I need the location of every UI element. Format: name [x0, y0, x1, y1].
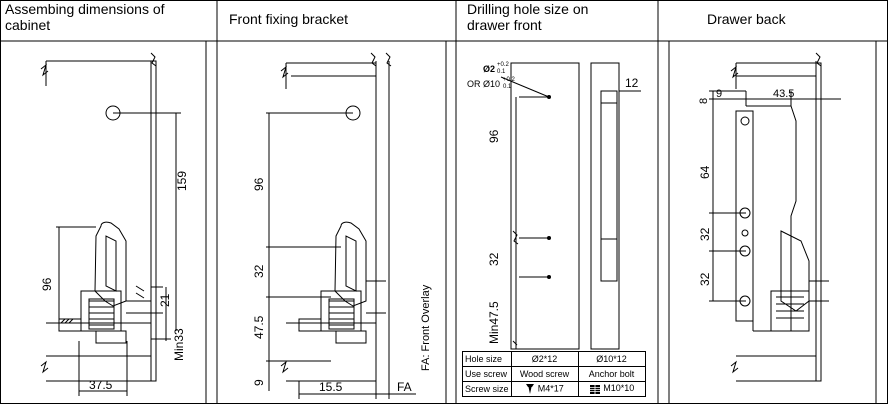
- table-cell: Hole size: [462, 351, 512, 367]
- table-cell: Screw size: [462, 381, 512, 397]
- hole-spec-a-tol-down: 0.1: [497, 69, 506, 75]
- dim-96: 96: [252, 177, 266, 191]
- header-drilling-hole-size: Drilling hole size on drawer front: [467, 1, 627, 41]
- dim-32: 32: [252, 264, 266, 278]
- dim-9: 9: [716, 88, 722, 100]
- wood-screw-icon: [526, 384, 535, 394]
- dim-159: 159: [175, 171, 189, 191]
- dim-min47-5: Min47.5: [487, 301, 501, 344]
- header-text: Front fixing bracket: [229, 11, 349, 27]
- header-front-fixing-bracket: Front fixing bracket: [229, 11, 449, 51]
- hole-spec-a-tol-up: +0.2: [497, 62, 510, 68]
- table-row: Hole size Ø2*12 Ø10*12: [462, 351, 646, 367]
- dim-96: 96: [487, 129, 501, 143]
- hole-spec-b-tol-down: 0.1: [503, 84, 512, 90]
- panel-front-fixing-bracket: [266, 52, 416, 399]
- header-text: Drilling hole size on drawer front: [467, 1, 589, 33]
- dim-32-lower: 32: [698, 272, 712, 286]
- dim-12: 12: [625, 76, 639, 90]
- screw-spec-table: Hole size Ø2*12 Ø10*12 Use screw Wood sc…: [462, 351, 646, 397]
- table-cell: Anchor bolt: [577, 366, 646, 382]
- panel-drawer-back: [709, 52, 841, 382]
- panel-cabinet: [40, 52, 181, 396]
- dim-47-5: 47.5: [252, 315, 266, 339]
- table-cell: M10*10: [577, 381, 646, 397]
- table-cell-text: M4*17: [537, 383, 564, 394]
- dim-96: 96: [40, 277, 54, 291]
- table-cell: Ø2*12: [510, 351, 579, 367]
- front-overlay-note: FA: Front Overlay: [420, 284, 432, 371]
- table-cell: Wood screw: [510, 366, 579, 382]
- dim-32-upper: 32: [698, 227, 712, 241]
- dim-43-5: 43.5: [773, 88, 794, 100]
- dim-37-5: 37.5: [89, 378, 113, 392]
- hole-spec-b-tol-up: +0.2: [503, 77, 516, 83]
- header-assembling-dimensions: Assembing dimensions of cabinet: [5, 1, 205, 41]
- header-text: Drawer back: [707, 11, 786, 27]
- dim-64: 64: [698, 165, 712, 179]
- hole-spec-b: OR Ø10: [467, 79, 500, 89]
- table-cell-text: M10*10: [603, 383, 635, 394]
- header-drawer-back: Drawer back: [707, 11, 867, 51]
- dim-32: 32: [487, 252, 501, 266]
- table-cell: Use screw: [462, 366, 512, 382]
- table-row: Use screw Wood screw Anchor bolt: [462, 366, 646, 382]
- hole-spec-a: Ø2: [483, 64, 495, 74]
- header-text: Assembing dimensions of cabinet: [5, 1, 165, 33]
- dim-fa: FA: [397, 380, 412, 394]
- dim-9: 9: [252, 379, 266, 386]
- dim-21: 21: [158, 293, 172, 307]
- anchor-bolt-icon: [589, 384, 600, 394]
- panel-drilling-hole-size: [500, 62, 641, 350]
- dim-15-5: 15.5: [319, 380, 343, 394]
- dim-8: 8: [698, 98, 710, 104]
- dim-min33: Min33: [172, 328, 186, 361]
- table-cell: M4*17: [510, 381, 579, 397]
- table-row: Screw size M4*17 M10*10: [462, 381, 646, 397]
- table-cell: Ø10*12: [577, 351, 646, 367]
